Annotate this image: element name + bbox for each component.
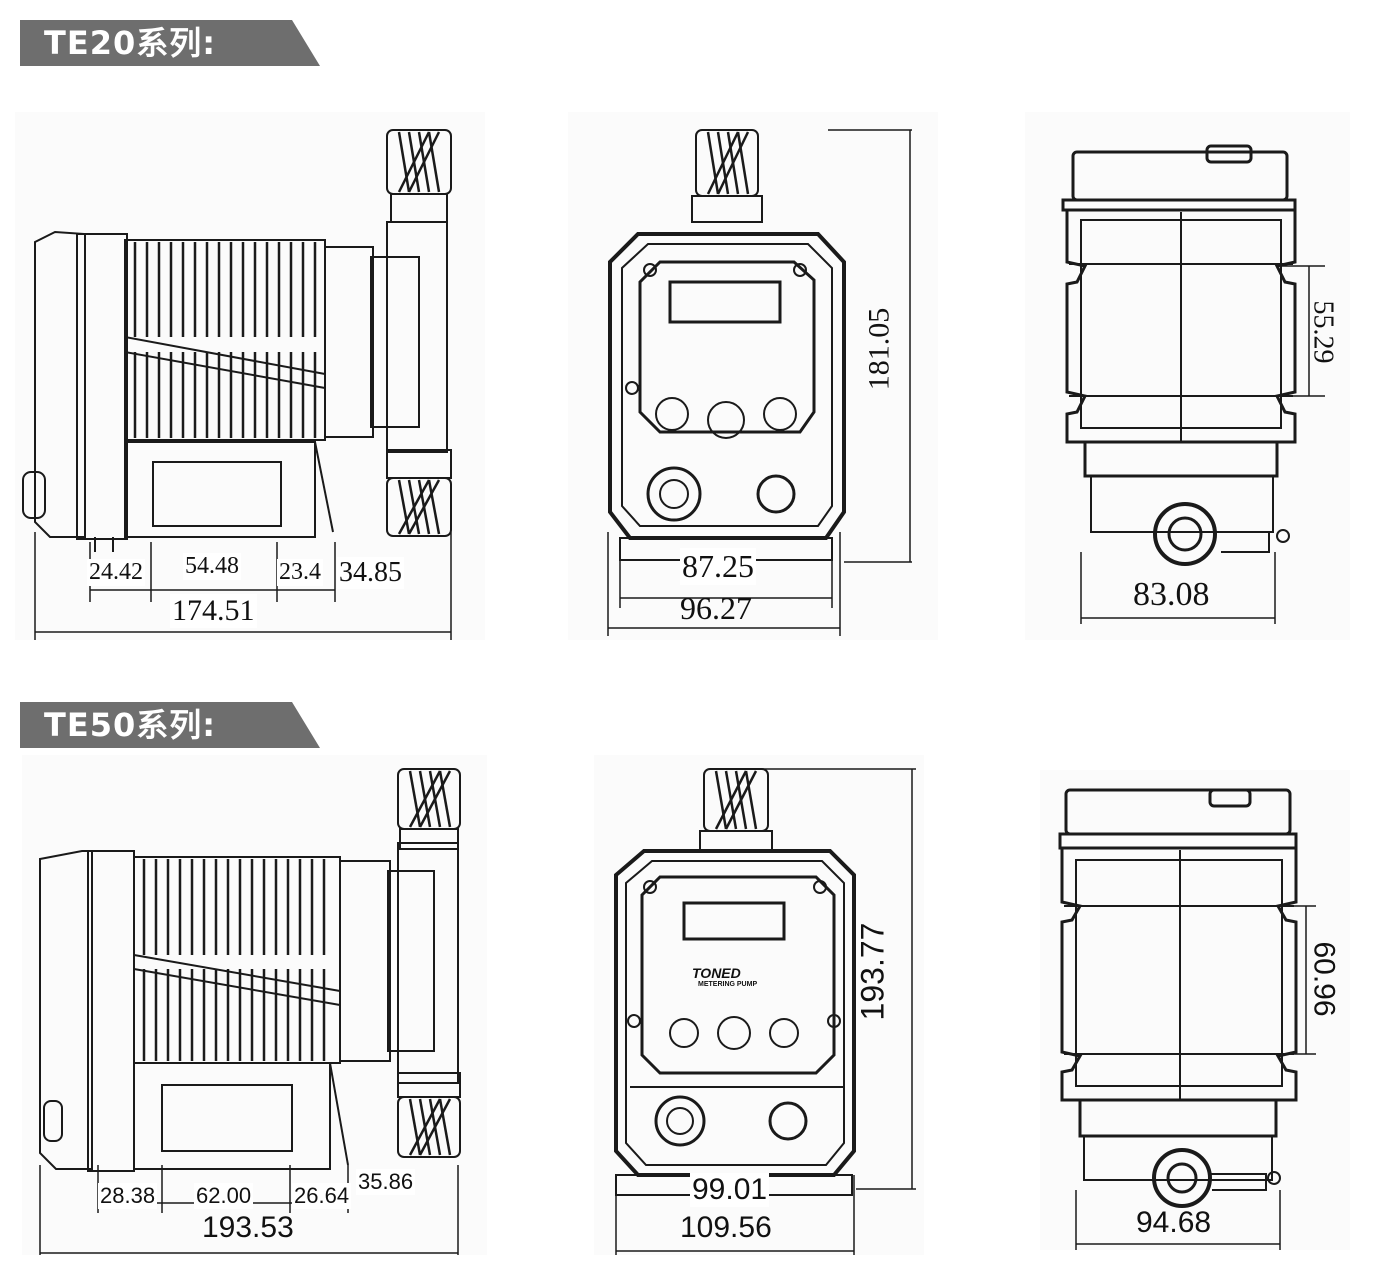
te20-back-drawing <box>1061 144 1325 624</box>
te50-front-height: 193.77 <box>854 922 891 1021</box>
te20-side-dim-4: 34.85 <box>337 557 404 589</box>
te20-back-view: 55.29 83.08 <box>1025 112 1350 640</box>
te50-front-outer: 109.56 <box>680 1211 772 1244</box>
te20-front-inner: 87.25 <box>680 548 756 585</box>
te50-back-width: 94.68 <box>1136 1206 1212 1239</box>
te50-front-inner: 99.01 <box>690 1173 770 1207</box>
te20-front-drawing <box>607 129 912 636</box>
section-title-te50: TE50系列: <box>20 702 320 748</box>
te20-front-outer: 96.27 <box>680 590 752 626</box>
section-title-te20: TE20系列: <box>20 20 320 66</box>
te50-back-drawing <box>1058 788 1316 1250</box>
te50-side-dim-2: 62.00 <box>194 1183 254 1209</box>
te50-side-dim-3: 26.64 <box>292 1183 352 1209</box>
te20-back-height: 55.29 <box>1307 300 1339 364</box>
te20-side-dim-1: 24.42 <box>87 559 145 586</box>
te50-side-total: 193.53 <box>202 1211 294 1244</box>
te20-front-view: 87.25 96.27 181.05 <box>568 112 938 640</box>
te20-front-height: 181.05 <box>862 307 896 391</box>
te20-side-drawing <box>22 129 452 640</box>
te20-side-total: 174.51 <box>170 594 257 628</box>
te50-side-view: 28.38 62.00 26.64 35.86 193.53 <box>22 755 487 1255</box>
te50-back-height: 60.96 <box>1307 941 1341 1017</box>
te50-back-view: 60.96 94.68 <box>1040 770 1350 1250</box>
te50-front-drawing <box>614 768 916 1255</box>
te50-front-view: TONED METERING PUMP 99.01 109.56 193.77 <box>594 755 924 1255</box>
te50-side-drawing <box>39 768 461 1255</box>
te20-side-dim-3: 23.4 <box>277 559 323 586</box>
te20-side-dim-2: 54.48 <box>183 553 241 580</box>
te50-brand-subtitle: METERING PUMP <box>698 981 758 988</box>
te20-back-width: 83.08 <box>1133 576 1210 613</box>
te50-side-dim-4: 35.86 <box>356 1169 416 1195</box>
te20-side-view: 24.42 54.48 23.4 34.85 174.51 <box>15 112 485 640</box>
te50-brand-logo: TONED <box>692 965 741 981</box>
te50-side-dim-1: 28.38 <box>98 1183 158 1209</box>
